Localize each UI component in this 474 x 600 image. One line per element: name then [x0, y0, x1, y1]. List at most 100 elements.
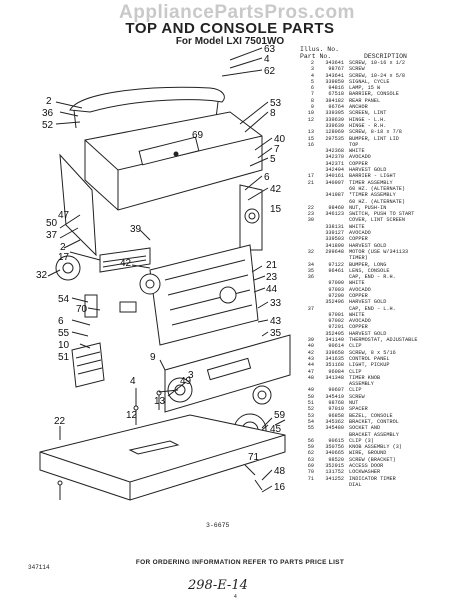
part-number: 94816	[328, 85, 344, 92]
part-number: 339859	[325, 78, 344, 85]
part-description: SCREW (BRACKET)	[349, 456, 396, 463]
part-number: 96084	[328, 368, 344, 375]
part-ref: 56	[307, 437, 314, 444]
callout: 37	[46, 230, 58, 241]
parts-row: ASSEMBLY	[300, 381, 472, 387]
part-number: 299648	[325, 248, 344, 255]
parts-row: 341987*TIMER ASSEMBLY	[300, 192, 472, 198]
control-knob	[252, 385, 272, 405]
part-description: COPPER	[349, 160, 368, 167]
parts-row: 60 HZ. (ALTERNATE)	[300, 199, 472, 205]
part-number: 340665	[325, 450, 344, 457]
part-number: 97010	[328, 406, 344, 413]
part-description: THERMOSTAT, ADJUSTABLE	[349, 337, 418, 344]
handwritten-note: 298-E-14	[188, 578, 248, 593]
part-description: *TIMER ASSEMBLY	[349, 192, 396, 199]
part-ref: 37	[307, 305, 314, 312]
part-description: COPPER	[349, 324, 368, 331]
part-number: 341348	[325, 374, 344, 381]
callout: 33	[270, 298, 282, 309]
part-ref: 52	[307, 406, 314, 413]
part-number: 340997	[325, 179, 344, 186]
callout: 63	[264, 44, 276, 55]
part-number: 342368	[325, 148, 344, 155]
callout: 4	[130, 376, 136, 387]
part-ref: 55	[307, 425, 314, 432]
part-description: HARVEST GOLD	[349, 242, 387, 249]
part-number: 343641	[325, 60, 344, 66]
part-number: 341252	[325, 475, 344, 482]
callout: 47	[58, 210, 70, 221]
part-description: SCREW, 10-16 x 1/2	[349, 60, 406, 66]
callout: 43	[270, 316, 282, 327]
part-description: LENS, CONSOLE	[349, 267, 390, 274]
part-description: HINGE - L.H.	[349, 116, 387, 123]
part-description: HARVEST GOLD	[349, 299, 387, 306]
part-description: REAR PANEL	[349, 97, 381, 104]
ordering-note: FOR ORDERING INFORMATION REFER TO PARTS …	[135, 559, 345, 566]
part-ref: 32	[307, 248, 314, 255]
part-number: 339639	[325, 116, 344, 123]
part-description: BUMPER, LINT LID	[349, 135, 399, 142]
callout: 16	[274, 482, 286, 493]
part-ref: 54	[307, 418, 314, 425]
part-number: 340161	[325, 173, 344, 180]
part-number: 341890	[325, 242, 344, 249]
part-ref: 15	[307, 135, 314, 142]
access-door	[138, 136, 200, 166]
callout: 53	[270, 98, 282, 109]
col-header-part: Part No.	[300, 53, 332, 60]
callout: 6	[264, 172, 270, 183]
callout: 42	[120, 258, 132, 269]
lint-screen	[71, 342, 105, 388]
callout: 3	[188, 370, 194, 381]
exploded-view-diagram: 63 4 62 2 36 52 53 8 69 40 7 5 6 42 15 5…	[36, 44, 291, 501]
part-ref: 59	[307, 444, 314, 451]
part-description: SPACER	[349, 406, 368, 413]
callout: 62	[264, 66, 276, 77]
part-number: 384182	[325, 97, 344, 104]
part-ref: 70	[307, 469, 314, 476]
callout: 7	[274, 144, 280, 155]
part-number: 342370	[325, 154, 344, 161]
callout: 42	[270, 184, 282, 195]
callout: 2	[60, 242, 66, 253]
part-ref: 39	[307, 337, 314, 344]
part-ref: 62	[307, 450, 314, 457]
part-number: 351168	[325, 362, 344, 369]
part-description: HARVEST GOLD	[349, 167, 387, 174]
console-bezel	[84, 111, 263, 211]
callout: 6	[58, 316, 64, 327]
col-header-desc: DESCRIPTION	[364, 53, 407, 60]
part-number: 339395	[325, 110, 344, 117]
part-number: 90607	[328, 387, 344, 394]
part-description: SIGNAL, CYCLE	[349, 78, 390, 85]
callout: 17	[58, 252, 70, 263]
part-ref: 10	[307, 110, 314, 117]
part-description: BRACKET ASSEMBLY	[349, 431, 399, 438]
part-ref: 43	[307, 355, 314, 362]
part-number: 97290	[328, 292, 344, 299]
part-description: INDICATOR TIMER	[349, 475, 396, 482]
part-ref: 5	[310, 78, 314, 85]
part-description: SOCKET AND	[349, 425, 381, 432]
part-ref: 69	[307, 463, 314, 469]
